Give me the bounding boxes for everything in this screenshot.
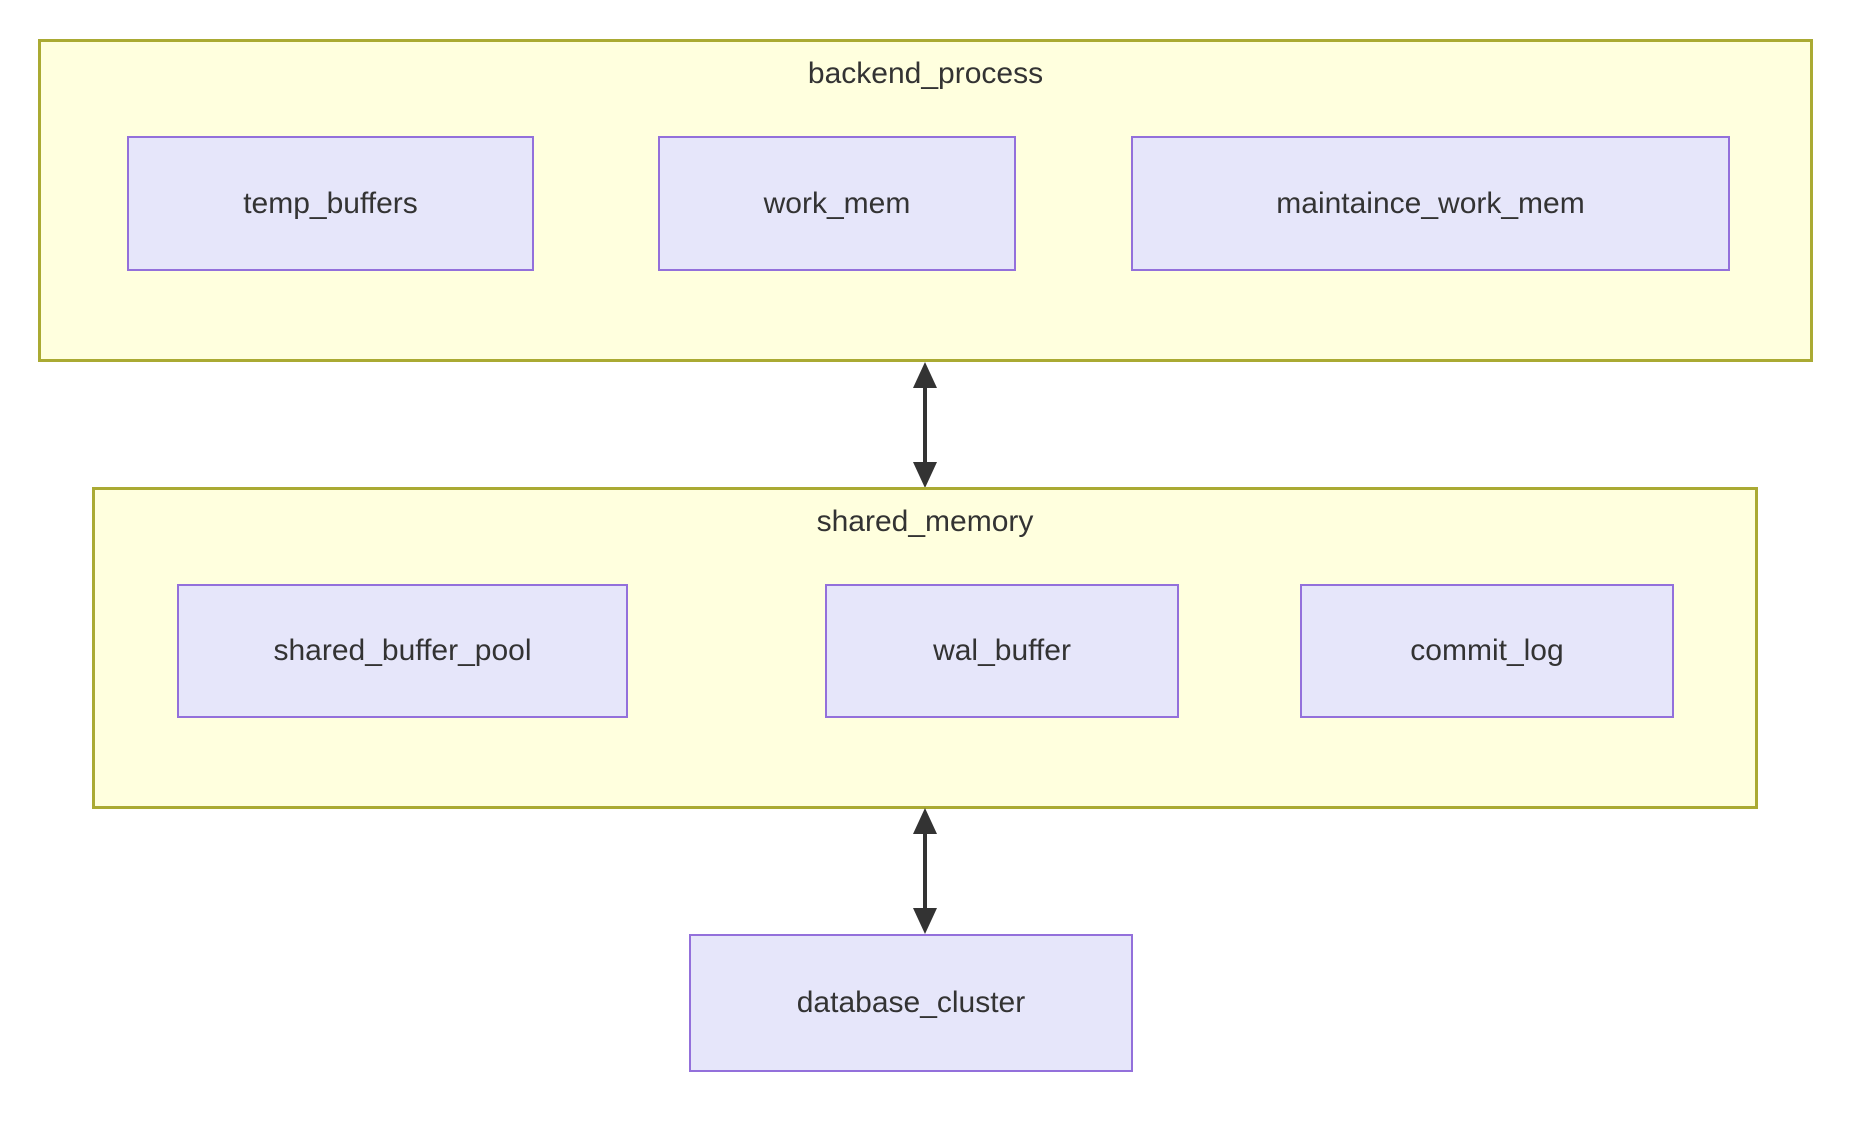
node-maintaince-work-mem-label: maintaince_work_mem bbox=[1276, 186, 1585, 220]
container-backend-process: backend_process temp_buffers work_mem ma… bbox=[38, 39, 1813, 362]
node-database-cluster: database_cluster bbox=[689, 934, 1133, 1072]
node-commit-log: commit_log bbox=[1300, 584, 1674, 718]
node-maintaince-work-mem: maintaince_work_mem bbox=[1131, 136, 1730, 271]
bidirectional-arrow-shared-database bbox=[913, 808, 937, 934]
node-shared-buffer-pool-label: shared_buffer_pool bbox=[273, 634, 532, 667]
container-shared-memory: shared_memory shared_buffer_pool wal_buf… bbox=[92, 487, 1758, 809]
node-shared-buffer-pool: shared_buffer_pool bbox=[177, 584, 628, 718]
container-backend-process-title: backend_process bbox=[807, 57, 1044, 90]
node-temp-buffers-label: temp_buffers bbox=[243, 186, 418, 220]
node-wal-buffer: wal_buffer bbox=[825, 584, 1179, 718]
container-shared-memory-title: shared_memory bbox=[816, 505, 1034, 538]
node-work-mem-label: work_mem bbox=[763, 186, 911, 220]
node-work-mem: work_mem bbox=[658, 136, 1016, 271]
node-temp-buffers: temp_buffers bbox=[127, 136, 534, 271]
node-database-cluster-label: database_cluster bbox=[796, 986, 1026, 1019]
node-wal-buffer-label: wal_buffer bbox=[933, 634, 1071, 667]
node-commit-log-label: commit_log bbox=[1410, 634, 1564, 667]
bidirectional-arrow-backend-shared bbox=[913, 362, 937, 488]
